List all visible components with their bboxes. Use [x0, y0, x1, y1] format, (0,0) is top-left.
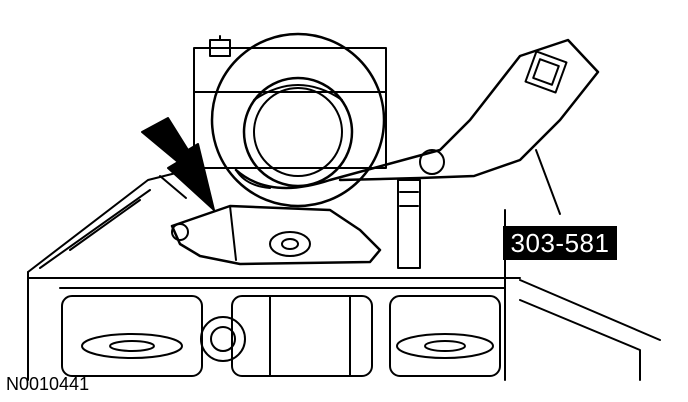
arrow-icon — [141, 117, 215, 211]
finger-follower — [170, 204, 382, 266]
cylinder-head — [27, 149, 661, 381]
tool-number-label: 303-581 — [503, 226, 617, 260]
compressor-tool — [234, 38, 600, 269]
valve-pockets — [61, 295, 501, 377]
figure-id: N0010441 — [6, 374, 90, 394]
camshaft-journal — [193, 32, 387, 208]
block-plug — [200, 316, 246, 362]
